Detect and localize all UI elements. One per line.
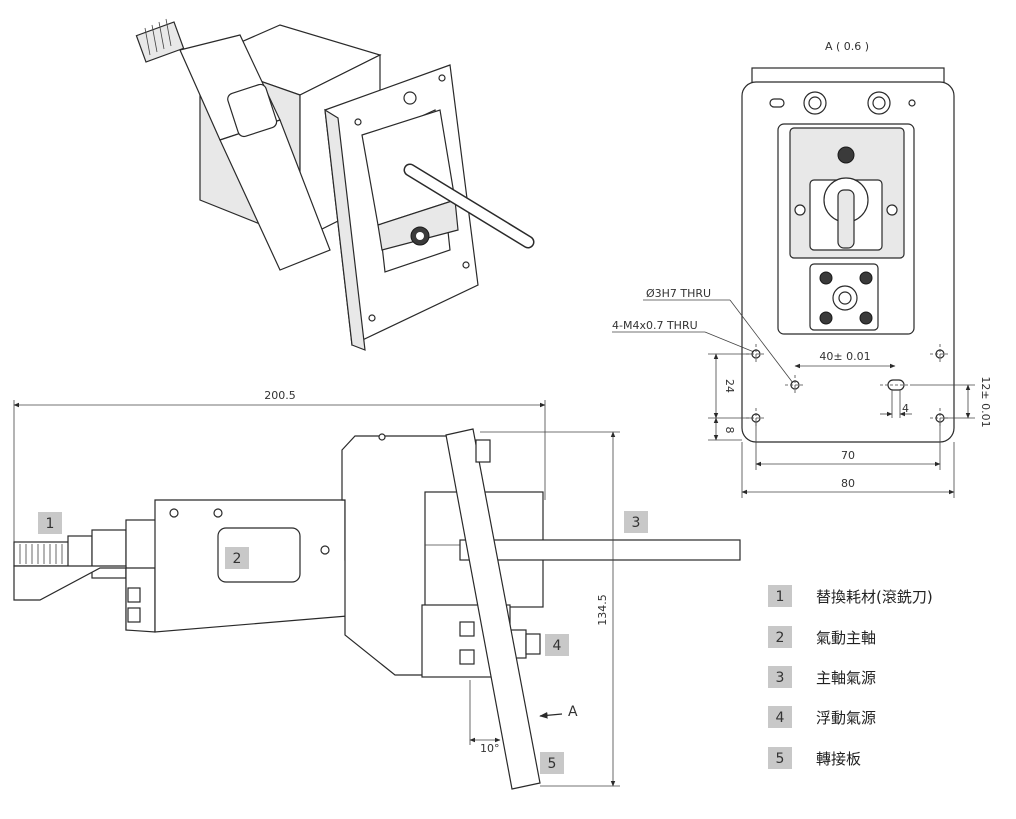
legend-item-5: 5 轉接板: [768, 747, 861, 769]
callout-3: 3: [624, 511, 648, 533]
callout-4: 4: [545, 634, 569, 656]
svg-text:2: 2: [233, 551, 242, 567]
dim-40: 40± 0.01: [819, 350, 870, 363]
svg-text:3: 3: [776, 670, 785, 686]
svg-text:1: 1: [46, 516, 55, 532]
svg-text:氣動主軸: 氣動主軸: [816, 629, 876, 647]
legend-item-3: 3 主軸氣源: [768, 666, 876, 688]
svg-text:4: 4: [776, 710, 785, 726]
dim-70: 70: [841, 449, 855, 462]
dim-overall-length: 200.5: [264, 389, 296, 402]
legend: 1 替換耗材(滾銑刀) 2 氣動主軸 3 主軸氣源 4 浮動氣源 5 轉接板: [768, 585, 933, 769]
legend-item-4: 4 浮動氣源: [768, 706, 876, 728]
legend-item-2: 2 氣動主軸: [768, 626, 876, 648]
view-a: A ( 0.6 ): [612, 40, 992, 498]
svg-text:5: 5: [548, 756, 557, 772]
dim-4: 4: [902, 402, 909, 415]
svg-text:2: 2: [776, 630, 785, 646]
legend-item-1: 1 替換耗材(滾銑刀): [768, 585, 933, 607]
side-view: 200.5: [13, 389, 741, 790]
cutter-iso: [135, 18, 185, 63]
adapter-plate-side: [445, 428, 541, 790]
svg-text:3: 3: [632, 515, 641, 531]
svg-text:浮動氣源: 浮動氣源: [816, 709, 876, 727]
view-arrow-a: A: [568, 704, 578, 720]
dim-24: 24: [723, 379, 736, 393]
callout-2: 2: [225, 547, 249, 569]
dim-12: 12± 0.01: [979, 376, 992, 427]
hole-note-1: Ø3H7 THRU: [646, 287, 711, 300]
dim-8: 8: [723, 427, 736, 434]
svg-text:主軸氣源: 主軸氣源: [816, 669, 876, 687]
top-fittings: [769, 91, 916, 115]
svg-text:轉接板: 轉接板: [816, 750, 861, 768]
dim-angle: 10°: [480, 742, 500, 755]
svg-text:1: 1: [776, 589, 785, 605]
dim-height: 134.5: [596, 594, 609, 626]
spindle-rod: [459, 539, 741, 561]
view-a-label: A ( 0.6 ): [825, 40, 869, 53]
svg-text:4: 4: [553, 638, 562, 654]
mounting-holes: [746, 344, 950, 428]
hole-note-2: 4-M4x0.7 THRU: [612, 319, 698, 332]
svg-text:5: 5: [776, 751, 785, 767]
callout-5: 5: [540, 752, 564, 774]
dim-80: 80: [841, 477, 855, 490]
svg-text:替換耗材(滾銑刀): 替換耗材(滾銑刀): [816, 588, 933, 606]
callout-1: 1: [38, 512, 62, 534]
isometric-view: [135, 18, 535, 351]
